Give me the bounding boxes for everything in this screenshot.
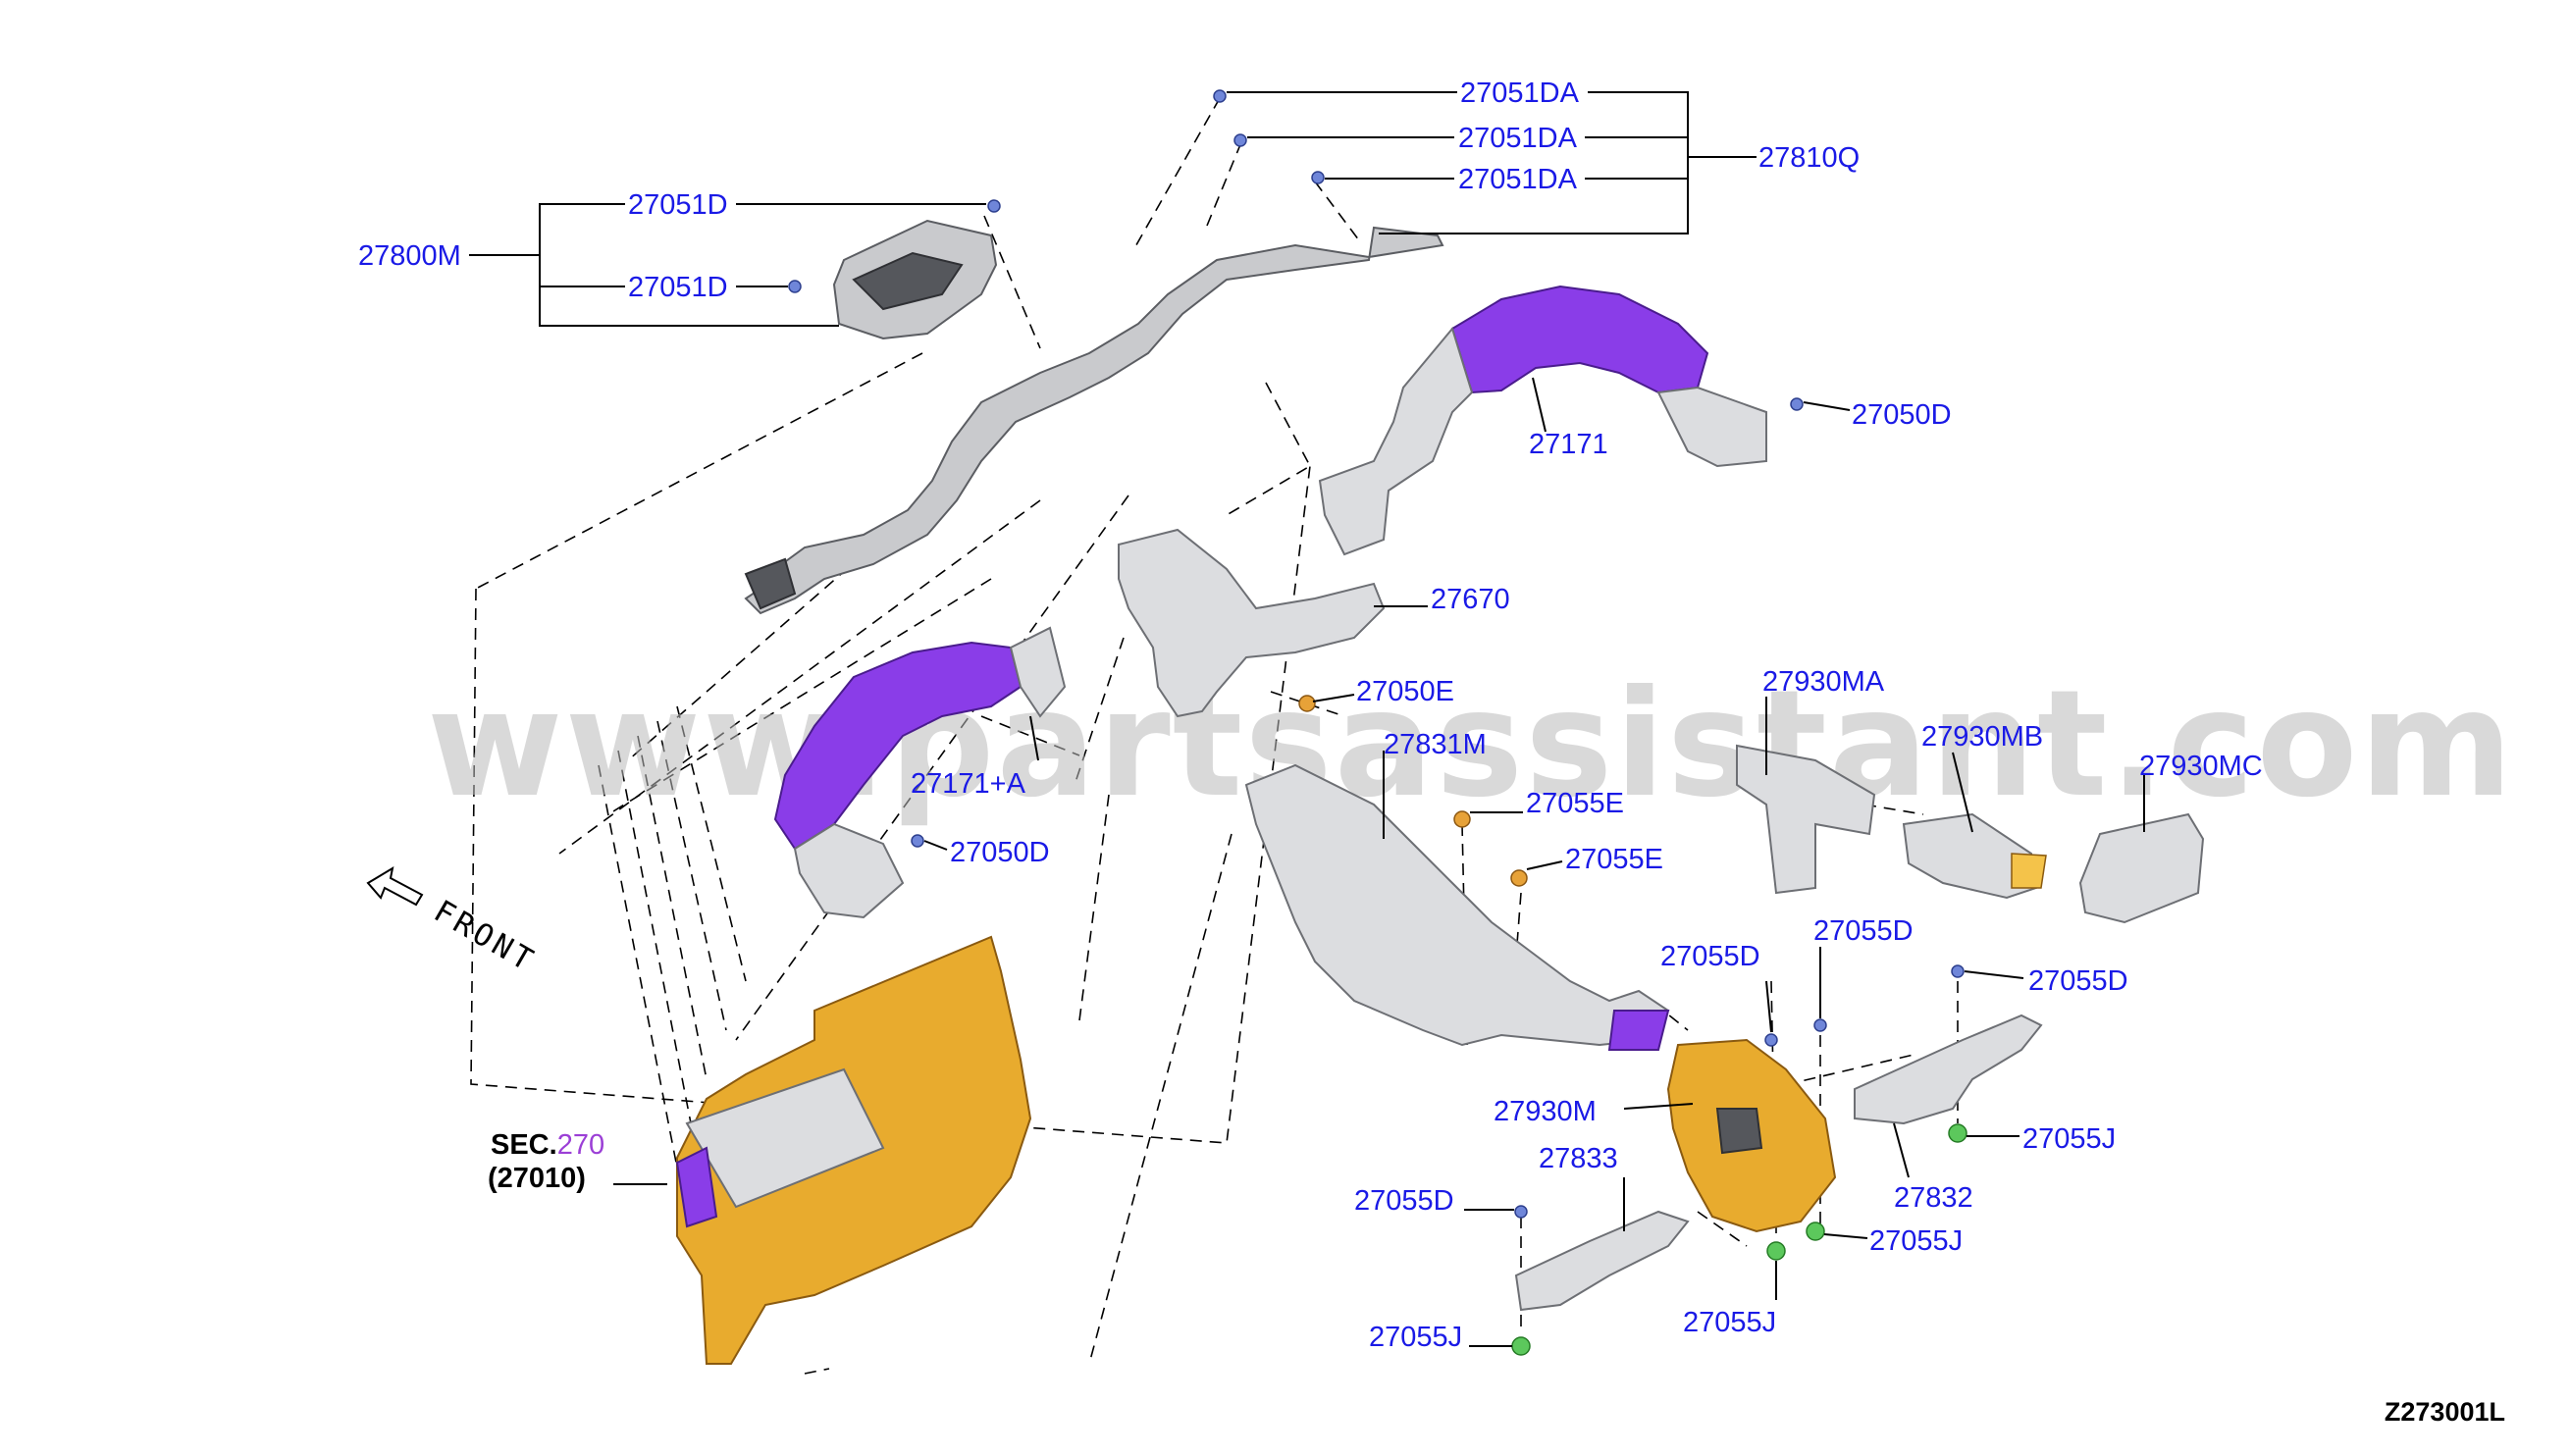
side-vent-duct-27171 bbox=[1318, 285, 1767, 556]
diagram-code: Z273001L bbox=[2385, 1397, 2505, 1427]
label-27930MA[interactable]: 27930MA bbox=[1762, 666, 1885, 698]
label-27050D-1[interactable]: 27050D bbox=[1852, 399, 1952, 431]
clip-27051DA-3 bbox=[1311, 171, 1325, 184]
watermark-text: www.partsassistant.com bbox=[427, 659, 2515, 830]
label-27800M[interactable]: 27800M bbox=[358, 240, 461, 272]
label-27055J-3[interactable]: 27055J bbox=[1683, 1307, 1776, 1338]
label-27055E-2[interactable]: 27055E bbox=[1565, 844, 1663, 875]
defroster-nozzle-27800M bbox=[832, 219, 998, 340]
clips bbox=[788, 89, 1967, 1356]
clip-27051DA-2 bbox=[1233, 133, 1247, 147]
label-27055E-1[interactable]: 27055E bbox=[1526, 788, 1624, 819]
clip-27055J-4 bbox=[1511, 1336, 1531, 1356]
heater-unit-27010 bbox=[675, 935, 1032, 1365]
rear-floor-duct-27833 bbox=[1514, 1210, 1690, 1312]
label-27055D-1[interactable]: 27055D bbox=[1660, 941, 1760, 972]
part-labels: 27051DA 27051DA 27051DA 27810Q 27051D 27… bbox=[358, 78, 2263, 1353]
label-27051DA-1[interactable]: 27051DA bbox=[1460, 78, 1580, 109]
label-27930MB[interactable]: 27930MB bbox=[1921, 721, 2043, 753]
clip-27055J-2 bbox=[1806, 1222, 1825, 1241]
clip-27051DA-1 bbox=[1213, 89, 1227, 103]
label-27051D-2[interactable]: 27051D bbox=[628, 272, 728, 303]
sec-ref-number: 270 bbox=[557, 1129, 604, 1161]
clip-27055J-3 bbox=[1766, 1241, 1786, 1261]
label-27055D-3[interactable]: 27055D bbox=[2028, 965, 2128, 997]
label-27171A[interactable]: 27171+A bbox=[911, 768, 1026, 800]
clip-27050D-1 bbox=[1790, 397, 1804, 411]
clip-27055J-1 bbox=[1948, 1123, 1967, 1143]
rear-vent-27930MC bbox=[2078, 812, 2205, 924]
front-arrow-icon bbox=[366, 865, 424, 907]
defroster-duct-27810Q bbox=[744, 226, 1444, 615]
label-27810Q[interactable]: 27810Q bbox=[1758, 142, 1860, 174]
label-27051DA-2[interactable]: 27051DA bbox=[1458, 123, 1578, 154]
label-27833[interactable]: 27833 bbox=[1539, 1143, 1618, 1174]
label-27832[interactable]: 27832 bbox=[1894, 1182, 1973, 1214]
label-27930M[interactable]: 27930M bbox=[1494, 1096, 1597, 1127]
center-vent-duct-27670 bbox=[1118, 528, 1386, 718]
side-vent-duct-27171A bbox=[773, 626, 1067, 919]
section-reference: SEC.270 (27010) bbox=[488, 1129, 604, 1194]
leader-lines bbox=[469, 91, 2145, 1347]
sec-ref-line[interactable]: SEC.270 bbox=[491, 1129, 604, 1161]
sec-ref-part: (27010) bbox=[488, 1163, 586, 1194]
clip-27050D-2 bbox=[911, 834, 924, 848]
front-direction-indicator: FRONT bbox=[366, 865, 542, 980]
rear-vent-27930MA bbox=[1736, 744, 1876, 895]
label-27171[interactable]: 27171 bbox=[1529, 429, 1608, 460]
clip-27050E bbox=[1298, 695, 1316, 712]
label-27055D-4[interactable]: 27055D bbox=[1354, 1185, 1454, 1217]
label-27055J-1[interactable]: 27055J bbox=[2022, 1123, 2116, 1155]
label-27055D-2[interactable]: 27055D bbox=[1813, 915, 1914, 947]
clip-27055D-1 bbox=[1764, 1033, 1778, 1047]
clip-27055E-2 bbox=[1510, 869, 1528, 887]
rear-vent-27930MB bbox=[1902, 812, 2047, 900]
clip-27055D-3 bbox=[1951, 964, 1965, 978]
clip-27051D-1 bbox=[987, 199, 1001, 213]
front-label: FRONT bbox=[428, 894, 542, 980]
rear-duct-unit-27930M bbox=[1666, 1038, 1837, 1233]
label-27051DA-3[interactable]: 27051DA bbox=[1458, 164, 1578, 195]
clip-27055E-1 bbox=[1453, 810, 1471, 828]
sec-ref-prefix: SEC. bbox=[491, 1129, 557, 1161]
clip-27051D-2 bbox=[788, 280, 802, 293]
label-27055J-4[interactable]: 27055J bbox=[1369, 1322, 1462, 1353]
label-27670[interactable]: 27670 bbox=[1431, 584, 1510, 615]
clip-27055D-4 bbox=[1514, 1205, 1528, 1219]
label-27051D-1[interactable]: 27051D bbox=[628, 189, 728, 221]
label-27831M[interactable]: 27831M bbox=[1384, 729, 1487, 760]
rear-floor-duct-27832 bbox=[1854, 1014, 2043, 1125]
label-27050D-2[interactable]: 27050D bbox=[950, 837, 1050, 868]
label-27050E[interactable]: 27050E bbox=[1356, 676, 1454, 707]
label-27055J-2[interactable]: 27055J bbox=[1869, 1225, 1963, 1257]
floor-duct-27831M bbox=[1244, 763, 1670, 1051]
clip-27055D-2 bbox=[1813, 1018, 1827, 1032]
label-27930MC[interactable]: 27930MC bbox=[2139, 751, 2263, 782]
